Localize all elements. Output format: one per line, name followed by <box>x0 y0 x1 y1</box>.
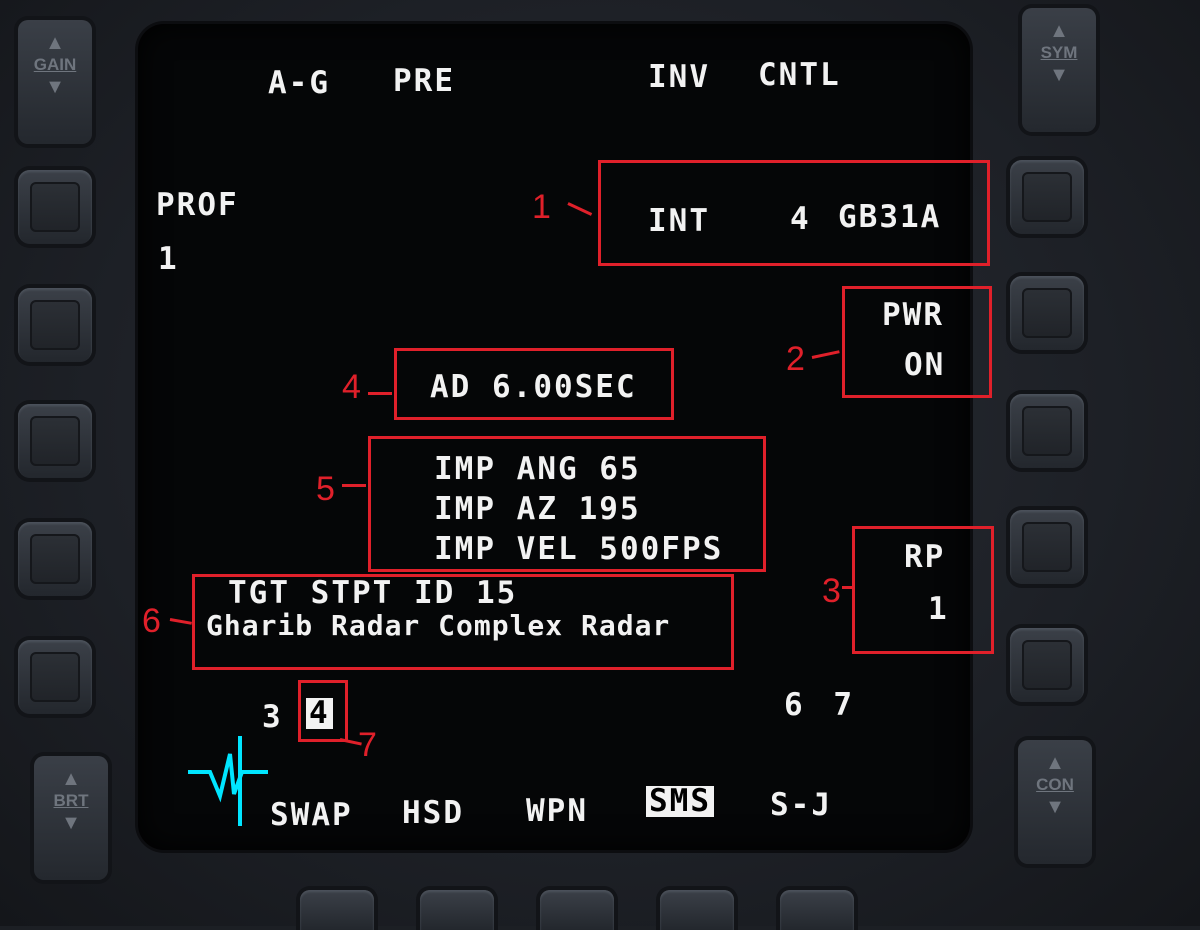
impact-azimuth: IMP AZ 195 <box>434 491 641 527</box>
target-steerpoint-id: TGT STPT ID 15 <box>228 575 518 611</box>
annotation-box-5 <box>368 436 766 572</box>
gain-rocker[interactable]: ▲ GAIN ▼ <box>18 20 92 144</box>
pwr-label[interactable]: PWR <box>882 297 944 333</box>
callout-7: 7 <box>358 726 377 764</box>
pwr-state: ON <box>904 347 946 383</box>
ownship-flight-icon <box>188 736 268 826</box>
rp-value: 1 <box>928 591 949 627</box>
osb-left-3[interactable] <box>18 404 92 478</box>
gain-label: GAIN <box>33 55 77 74</box>
arrow-down-icon: ▼ <box>1045 796 1065 818</box>
arrow-up-icon: ▲ <box>1049 20 1069 42</box>
arrow-up-icon: ▲ <box>1045 752 1065 774</box>
callout-4: 4 <box>342 368 361 406</box>
osb-left-5[interactable] <box>18 640 92 714</box>
callout-6: 6 <box>142 602 161 640</box>
annotation-box-4 <box>394 348 674 420</box>
sym-label: SYM <box>1040 43 1078 62</box>
osb-bottom-2[interactable] <box>420 890 494 930</box>
con-label: CON <box>1036 775 1074 794</box>
int-quantity: 4 <box>790 201 811 237</box>
annotation-box-3 <box>852 526 994 654</box>
osb-bottom-5[interactable] <box>780 890 854 930</box>
osb-right-2[interactable] <box>1010 276 1084 350</box>
wpn-button[interactable]: WPN <box>526 793 588 829</box>
arm-delay-readout: AD 6.00SEC <box>430 369 637 405</box>
int-label: INT <box>648 203 710 239</box>
annotation-box-1 <box>598 160 990 266</box>
brt-label: BRT <box>53 791 89 810</box>
prof-value: 1 <box>158 241 179 277</box>
osb-left-4[interactable] <box>18 522 92 596</box>
sms-button-selected[interactable]: SMS <box>646 786 714 817</box>
osb-right-5[interactable] <box>1010 628 1084 702</box>
cntl-label[interactable]: CNTL <box>758 57 841 93</box>
swap-button[interactable]: SWAP <box>270 797 353 833</box>
station-4-selected[interactable]: 4 <box>306 698 333 729</box>
con-rocker[interactable]: ▲ CON ▼ <box>1018 740 1092 864</box>
osb-right-4[interactable] <box>1010 510 1084 584</box>
osb-right-1[interactable] <box>1010 160 1084 234</box>
sym-rocker[interactable]: ▲ SYM ▼ <box>1022 8 1096 132</box>
osb-bottom-4[interactable] <box>660 890 734 930</box>
arrow-up-icon: ▲ <box>61 768 81 790</box>
annotation-box-6 <box>192 574 734 670</box>
callout-3: 3 <box>822 572 841 610</box>
brt-rocker[interactable]: ▲ BRT ▼ <box>34 756 108 880</box>
s-j-button[interactable]: S-J <box>770 787 832 823</box>
a-g-mode-label[interactable]: A-G <box>268 65 330 101</box>
osb-bottom-3[interactable] <box>540 890 614 930</box>
pre-label[interactable]: PRE <box>393 63 455 99</box>
inv-label[interactable]: INV <box>648 59 710 95</box>
station-3[interactable]: 3 <box>262 699 283 735</box>
arrow-up-icon: ▲ <box>45 32 65 54</box>
annotation-box-2 <box>842 286 992 398</box>
osb-left-2[interactable] <box>18 288 92 362</box>
leader-5 <box>342 484 366 487</box>
hsd-button[interactable]: HSD <box>402 795 464 831</box>
callout-2: 2 <box>786 340 805 378</box>
osb-left-1[interactable] <box>18 170 92 244</box>
arrow-down-icon: ▼ <box>45 76 65 98</box>
impact-velocity: IMP VEL 500FPS <box>434 531 724 567</box>
prof-label[interactable]: PROF <box>156 187 239 223</box>
rp-label[interactable]: RP <box>904 539 946 575</box>
arrow-down-icon: ▼ <box>1049 64 1069 86</box>
annotation-box-7 <box>298 680 348 742</box>
arrow-down-icon: ▼ <box>61 812 81 834</box>
impact-angle: IMP ANG 65 <box>434 451 641 487</box>
callout-5: 5 <box>316 470 335 508</box>
leader-3 <box>842 586 854 589</box>
target-name: Gharib Radar Complex Radar <box>206 609 671 642</box>
stations-6-7[interactable]: 6 7 <box>784 687 858 723</box>
leader-4 <box>368 392 392 395</box>
osb-bottom-1[interactable] <box>300 890 374 930</box>
weapon-type[interactable]: GB31A <box>838 199 942 235</box>
callout-1: 1 <box>532 188 551 226</box>
osb-right-3[interactable] <box>1010 394 1084 468</box>
